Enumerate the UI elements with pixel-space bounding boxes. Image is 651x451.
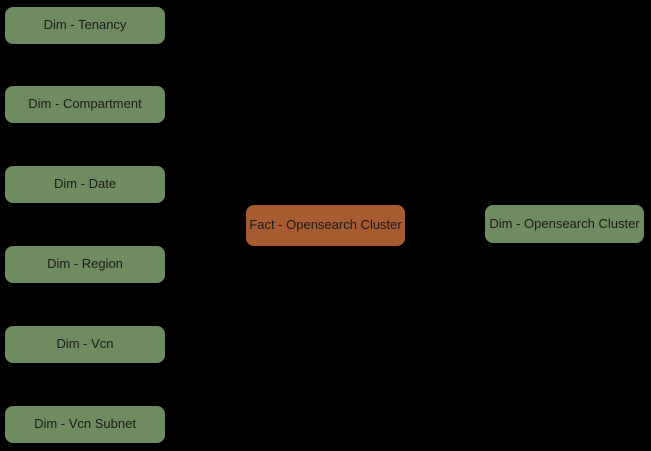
node-dim-vcn-subnet: Dim - Vcn Subnet xyxy=(5,406,165,443)
node-dim-compartment: Dim - Compartment xyxy=(5,86,165,123)
node-dim-date: Dim - Date xyxy=(5,166,165,203)
node-dim-vcn: Dim - Vcn xyxy=(5,326,165,363)
node-fact-opensearch-cluster: Fact - Opensearch Cluster xyxy=(246,205,405,246)
node-dim-opensearch-cluster: Dim - Opensearch Cluster xyxy=(485,205,644,243)
node-dim-tenancy: Dim - Tenancy xyxy=(5,7,165,44)
node-dim-region: Dim - Region xyxy=(5,246,165,283)
